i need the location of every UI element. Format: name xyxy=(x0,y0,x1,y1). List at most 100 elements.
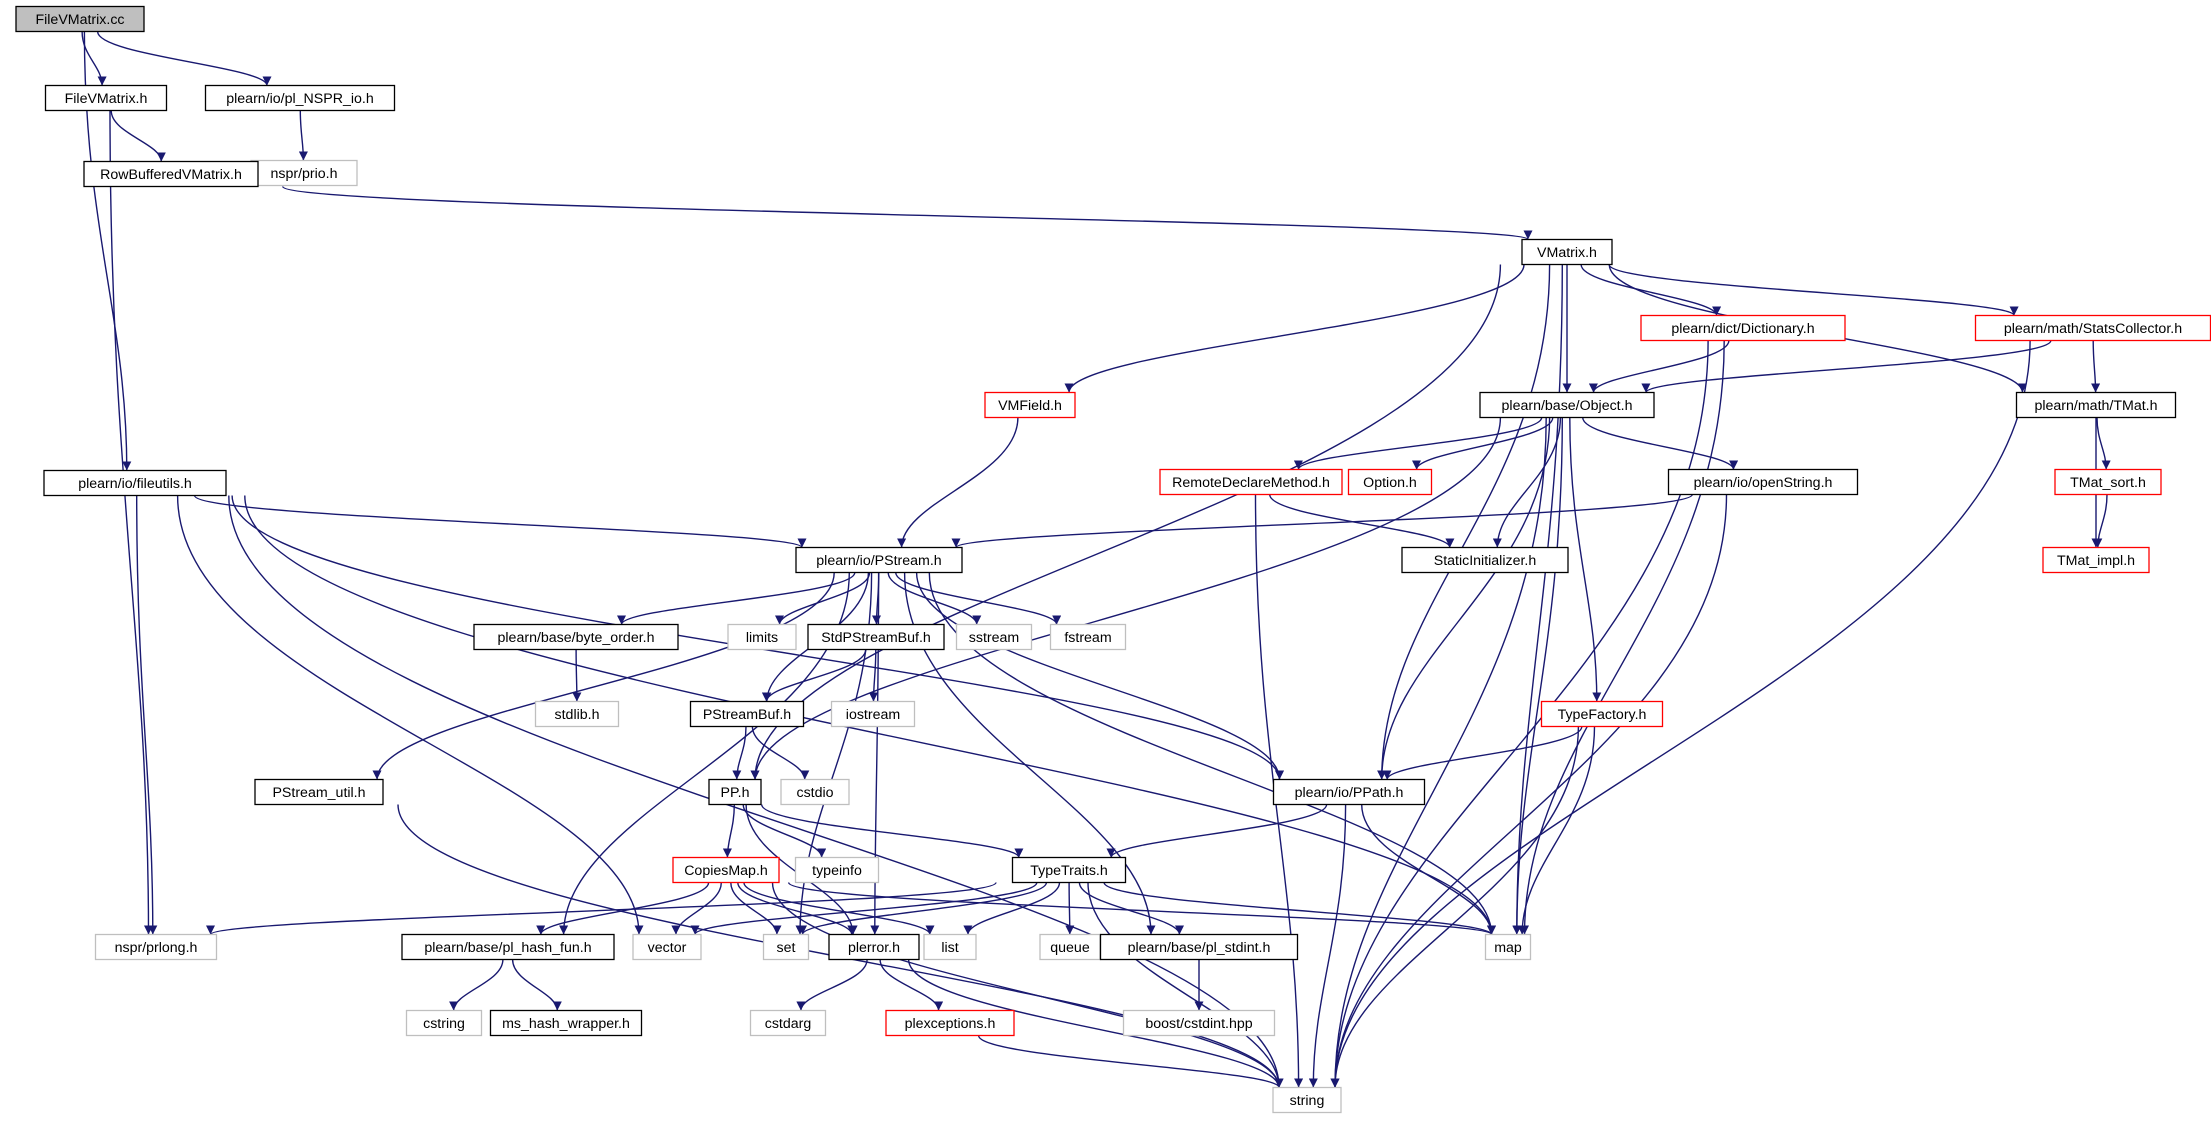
node-ms-hash-wrapper-h[interactable]: ms_hash_wrapper.h xyxy=(489,1009,643,1037)
node-box xyxy=(727,623,797,651)
edge-object-h-to-string xyxy=(1330,417,1547,1088)
node-vector: vector xyxy=(632,933,702,961)
node-box xyxy=(885,1009,1015,1037)
edge-fileutils-h-to-map xyxy=(244,495,1496,935)
node-label: map xyxy=(1494,940,1522,956)
node-fstream: fstream xyxy=(1049,623,1127,651)
node-label: plearn/io/pl_NSPR_io.h xyxy=(226,91,373,107)
node-option-h[interactable]: Option.h xyxy=(1347,468,1433,496)
edge-type-traits-h-to-nspr-prlong-h xyxy=(206,881,997,936)
edge-object-h-to-ppath-h xyxy=(1377,417,1551,780)
edge-object-h-to-open-string-h xyxy=(1582,417,1739,470)
edge-object-h-to-map xyxy=(1512,417,1563,935)
node-cstring: cstring xyxy=(405,1009,483,1037)
node-iostream: iostream xyxy=(830,700,916,728)
node-box xyxy=(1484,933,1532,961)
node-box xyxy=(1122,1009,1276,1037)
node-type-factory-h[interactable]: TypeFactory.h xyxy=(1540,700,1664,728)
node-vmfield-h[interactable]: VMField.h xyxy=(984,391,1076,419)
node-file-vmatrix-cc[interactable]: FileVMatrix.cc xyxy=(15,5,145,33)
node-label: fstream xyxy=(1064,630,1111,646)
node-byte-order-h[interactable]: plearn/base/byte_order.h xyxy=(473,623,679,651)
node-box xyxy=(204,84,396,112)
node-box xyxy=(1667,468,1859,496)
edge-row-buffered-vmatrix-h-to-vmatrix-h xyxy=(282,185,1532,241)
node-label: string xyxy=(1290,1093,1325,1109)
node-box xyxy=(15,5,145,33)
node-vmatrix-h[interactable]: VMatrix.h xyxy=(1521,238,1613,266)
node-label: plearn/dict/Dictionary.h xyxy=(1671,321,1814,337)
node-fileutils-h[interactable]: plearn/io/fileutils.h xyxy=(43,469,227,497)
node-label: PStreamBuf.h xyxy=(703,707,791,723)
node-plexceptions-h[interactable]: plexceptions.h xyxy=(885,1009,1015,1037)
edge-pl-hash-fun-h-to-ms-hash-wrapper-h xyxy=(511,959,562,1011)
edge-ppath-h-to-map xyxy=(1361,804,1496,935)
node-tmat-impl-h[interactable]: TMat_impl.h xyxy=(2042,546,2150,574)
node-label: RemoteDeclareMethod.h xyxy=(1172,475,1330,491)
node-label: plearn/base/pl_stdint.h xyxy=(1128,940,1271,956)
node-dictionary-h[interactable]: plearn/dict/Dictionary.h xyxy=(1640,314,1846,342)
node-pp-h[interactable]: PP.h xyxy=(708,778,762,806)
node-label: FileVMatrix.cc xyxy=(35,12,124,28)
node-file-vmatrix-h[interactable]: FileVMatrix.h xyxy=(44,84,168,112)
node-pstream-buf-h[interactable]: PStreamBuf.h xyxy=(689,700,805,728)
node-row-buffered-vmatrix-h[interactable]: RowBufferedVMatrix.h xyxy=(83,160,259,188)
node-ppath-h[interactable]: plearn/io/PPath.h xyxy=(1272,778,1426,806)
node-box xyxy=(1049,623,1127,651)
node-box xyxy=(1011,856,1127,884)
edge-remote-declare-method-h-to-string xyxy=(1254,494,1304,1088)
edge-type-factory-h-to-ppath-h xyxy=(1382,726,1583,780)
node-tmat-h[interactable]: plearn/math/TMat.h xyxy=(2015,391,2177,419)
edge-dictionary-h-to-object-h xyxy=(1588,340,1730,393)
node-nspr-prio-h: nspr/prio.h xyxy=(250,159,358,187)
node-cstdarg: cstdarg xyxy=(749,1009,827,1037)
node-remote-declare-method-h[interactable]: RemoteDeclareMethod.h xyxy=(1159,468,1343,496)
node-label: cstdio xyxy=(796,785,833,801)
node-pl-hash-fun-h[interactable]: plearn/base/pl_hash_fun.h xyxy=(401,933,615,961)
node-static-initializer-h[interactable]: StaticInitializer.h xyxy=(1401,546,1569,574)
edge-stats-collector-h-to-tmat-h xyxy=(2091,340,2101,393)
node-pstream-util-h[interactable]: PStream_util.h xyxy=(254,778,384,806)
node-std-pstream-buf-h[interactable]: StdPStreamBuf.h xyxy=(807,623,945,651)
node-plerror-h[interactable]: plerror.h xyxy=(828,933,920,961)
node-label: sstream xyxy=(969,630,1019,646)
node-box xyxy=(780,778,850,806)
edge-pstream-h-to-fstream xyxy=(895,572,1062,625)
edge-pstream-h-to-ppath-h xyxy=(915,572,1284,780)
node-stats-collector-h[interactable]: plearn/math/StatsCollector.h xyxy=(1974,314,2211,342)
node-label: limits xyxy=(746,630,778,646)
edge-object-h-to-static-initializer-h xyxy=(1492,417,1562,548)
node-label: StdPStreamBuf.h xyxy=(821,630,931,646)
edge-pstream-buf-h-to-pp-h xyxy=(732,726,747,780)
node-label: cstring xyxy=(423,1016,465,1032)
node-box xyxy=(762,933,810,961)
node-label: set xyxy=(777,940,796,956)
node-pl-stdint-h[interactable]: plearn/base/pl_stdint.h xyxy=(1099,933,1299,961)
edge-pstream-h-to-sstream xyxy=(887,572,982,625)
node-label: StaticInitializer.h xyxy=(1434,553,1537,569)
edge-object-h-to-remote-declare-method-h xyxy=(1294,417,1543,471)
edge-file-vmatrix-cc-to-file-vmatrix-h xyxy=(81,31,107,86)
node-box xyxy=(2054,468,2162,496)
node-copies-map-h[interactable]: CopiesMap.h xyxy=(672,856,780,884)
edge-pl-nspr-io-h-to-nspr-prio-h xyxy=(298,110,308,161)
node-open-string-h[interactable]: plearn/io/openString.h xyxy=(1667,468,1859,496)
edge-pstream-buf-h-to-cstdio xyxy=(751,726,810,780)
edge-vmatrix-h-to-vmfield-h xyxy=(1064,264,1525,393)
node-box xyxy=(1640,314,1846,342)
node-pl-nspr-io-h[interactable]: plearn/io/pl_NSPR_io.h xyxy=(204,84,396,112)
node-typeinfo: typeinfo xyxy=(794,856,880,884)
edge-plexceptions-h-to-string xyxy=(977,1035,1284,1089)
node-object-h[interactable]: plearn/base/Object.h xyxy=(1479,391,1655,419)
edge-type-traits-h-to-list xyxy=(963,882,1061,935)
node-pstream-h[interactable]: plearn/io/PStream.h xyxy=(795,546,963,574)
node-tmat-sort-h[interactable]: TMat_sort.h xyxy=(2054,468,2162,496)
node-type-traits-h[interactable]: TypeTraits.h xyxy=(1011,856,1127,884)
node-label: boost/cstdint.hpp xyxy=(1145,1016,1252,1032)
node-string: string xyxy=(1272,1086,1342,1114)
node-map: map xyxy=(1484,933,1532,961)
edge-type-factory-h-to-map xyxy=(1517,726,1596,935)
node-box xyxy=(94,933,218,961)
edge-copies-map-h-to-plerror-h xyxy=(737,882,857,935)
